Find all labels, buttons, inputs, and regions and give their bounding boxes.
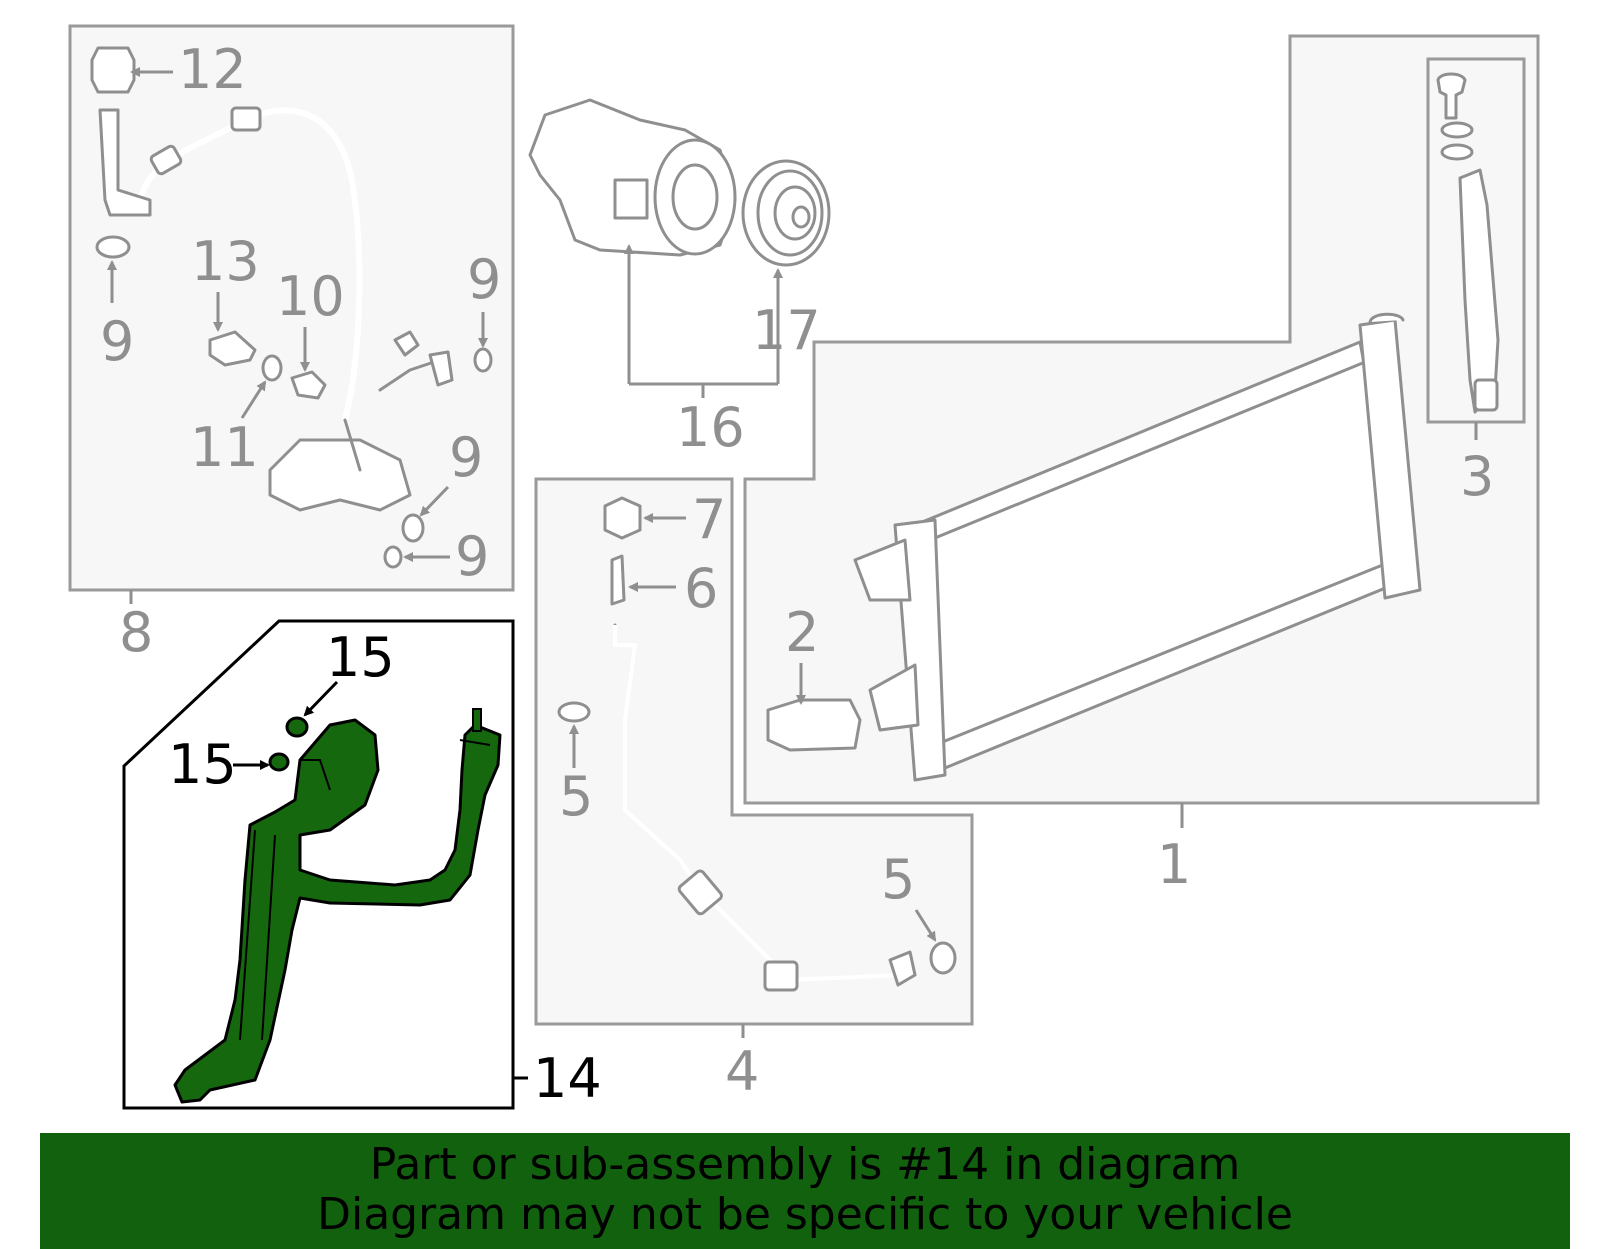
callout-5-upper: 5 — [559, 765, 593, 828]
callout-17: 17 — [752, 299, 821, 362]
panel-4 — [534, 477, 974, 1038]
oring-5 — [557, 701, 591, 723]
panel-14 — [122, 619, 528, 1110]
callout-6: 6 — [684, 557, 718, 620]
callout-10: 10 — [276, 265, 345, 328]
compressor-group — [528, 98, 831, 398]
oring-15 — [285, 716, 309, 738]
switch-6 — [610, 554, 626, 606]
callout-9-middle: 9 — [449, 426, 483, 489]
callout-7: 7 — [692, 488, 726, 551]
suction-hose-14 — [173, 718, 502, 1104]
banner-line-2: Diagram may not be specific to your vehi… — [317, 1189, 1293, 1240]
callout-8: 8 — [119, 601, 153, 664]
callout-16: 16 — [676, 396, 745, 459]
banner-line-1: Part or sub-assembly is #14 in diagram — [369, 1139, 1241, 1190]
bracket-2 — [766, 698, 862, 752]
panel-1 — [743, 34, 1540, 828]
callout-12: 12 — [178, 38, 247, 101]
info-banner: Part or sub-assembly is #14 in diagram D… — [40, 1133, 1570, 1249]
callout-15-left: 15 — [168, 733, 237, 796]
callout-11: 11 — [190, 416, 259, 479]
callout-3: 3 — [1460, 445, 1494, 508]
oring-5b — [929, 941, 957, 975]
cap-7 — [603, 496, 642, 540]
callout-13: 13 — [191, 230, 260, 293]
callout-14: 14 — [533, 1047, 602, 1110]
valve-10 — [290, 370, 327, 400]
callout-15-top: 15 — [326, 626, 395, 689]
oring-9 — [95, 235, 131, 259]
valve-13 — [208, 330, 257, 367]
oring-11 — [261, 354, 283, 382]
callout-5-lower: 5 — [881, 848, 915, 911]
oring-9d — [383, 545, 403, 569]
callout-1: 1 — [1157, 833, 1191, 896]
callout-9-left: 9 — [100, 310, 134, 373]
callout-4: 4 — [725, 1040, 759, 1103]
oring-9b — [473, 347, 493, 373]
callout-9-bottom: 9 — [455, 525, 489, 588]
cap-12 — [90, 46, 136, 94]
oring-9c — [401, 513, 425, 543]
callout-2: 2 — [785, 601, 819, 664]
oring-15b — [268, 752, 290, 772]
callout-9-right: 9 — [467, 248, 501, 311]
panel-8 — [68, 24, 515, 604]
